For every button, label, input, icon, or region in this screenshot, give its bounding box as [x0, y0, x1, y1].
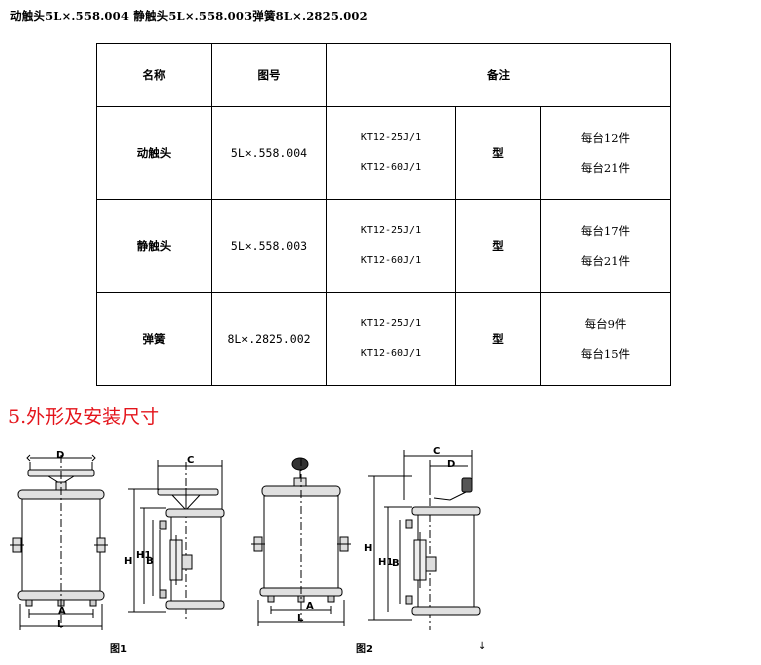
row-models: KT12-25J/1 KT12-60J/1 [326, 292, 456, 386]
row-name: 静触头 [96, 199, 212, 293]
model-60: KT12-60J/1 [360, 255, 422, 266]
row-qty: 每台12件 每台21件 [540, 106, 671, 200]
row-qty: 每台17件 每台21件 [540, 199, 671, 293]
qty-25: 每台12件 [580, 131, 631, 145]
dim-l-3: L [297, 613, 304, 624]
qty-60: 每台15件 [580, 347, 631, 361]
row-qty: 每台9件 每台15件 [540, 292, 671, 386]
dim-a-3: A [306, 601, 314, 612]
dim-h1-4: H1 [378, 557, 394, 568]
header-name: 名称 [96, 43, 212, 107]
caption-text: 动触头5L×.558.004 静触头5L×.558.003弹簧8L×.2825.… [10, 9, 368, 23]
dim-d-1: D [56, 450, 65, 461]
drawing-4-side [368, 450, 481, 630]
model-60: KT12-60J/1 [360, 348, 422, 359]
figure-2-label: 图2 [356, 644, 373, 655]
row-type: 型 [455, 292, 541, 386]
qty-60: 每台21件 [580, 161, 631, 175]
row-name: 动触头 [96, 106, 212, 200]
row-code: 8L×.2825.002 [211, 292, 327, 386]
down-arrow-icon: ↓ [478, 641, 487, 652]
dim-b-2: B [146, 556, 154, 567]
table-row: 弹簧 8L×.2825.002 KT12-25J/1 KT12-60J/1 型 … [96, 292, 671, 386]
row-models: KT12-25J/1 KT12-60J/1 [326, 199, 456, 293]
row-type: 型 [455, 106, 541, 200]
model-25: KT12-25J/1 [360, 318, 422, 329]
figure-1-label: 图1 [110, 644, 127, 655]
dim-l-1: L [57, 619, 64, 630]
drawing-3-front [251, 457, 351, 626]
row-type: 型 [455, 199, 541, 293]
parts-table: 名称 图号 备注 动触头 5L×.558.004 KT12-25J/1 KT12… [96, 43, 671, 386]
model-25: KT12-25J/1 [360, 225, 422, 236]
dim-b-4: B [392, 558, 400, 569]
section-title: 5.外形及安装尺寸 [8, 406, 160, 428]
drawing-1-front [10, 454, 108, 630]
dim-h1-2: H1 [136, 550, 152, 561]
dim-c-2: C [187, 455, 195, 466]
drawing-2-side [128, 460, 225, 620]
qty-25: 每台9件 [584, 317, 627, 331]
table-row: 静触头 5L×.558.003 KT12-25J/1 KT12-60J/1 型 … [96, 199, 671, 293]
header-note: 备注 [326, 43, 671, 107]
model-60: KT12-60J/1 [360, 162, 422, 173]
dim-c-4: C [433, 446, 441, 457]
dim-a-1: A [58, 606, 66, 617]
row-models: KT12-25J/1 KT12-60J/1 [326, 106, 456, 200]
row-code: 5L×.558.003 [211, 199, 327, 293]
dim-h-4: H [364, 543, 373, 554]
model-25: KT12-25J/1 [360, 132, 422, 143]
table-header-row: 名称 图号 备注 [96, 43, 671, 107]
qty-25: 每台17件 [580, 224, 631, 238]
dimension-drawings [10, 450, 481, 630]
header-code: 图号 [211, 43, 327, 107]
dim-d-4: D [447, 459, 456, 470]
qty-60: 每台21件 [580, 254, 631, 268]
table-row: 动触头 5L×.558.004 KT12-25J/1 KT12-60J/1 型 … [96, 106, 671, 200]
dim-h-2: H [124, 556, 133, 567]
row-name: 弹簧 [96, 292, 212, 386]
row-code: 5L×.558.004 [211, 106, 327, 200]
